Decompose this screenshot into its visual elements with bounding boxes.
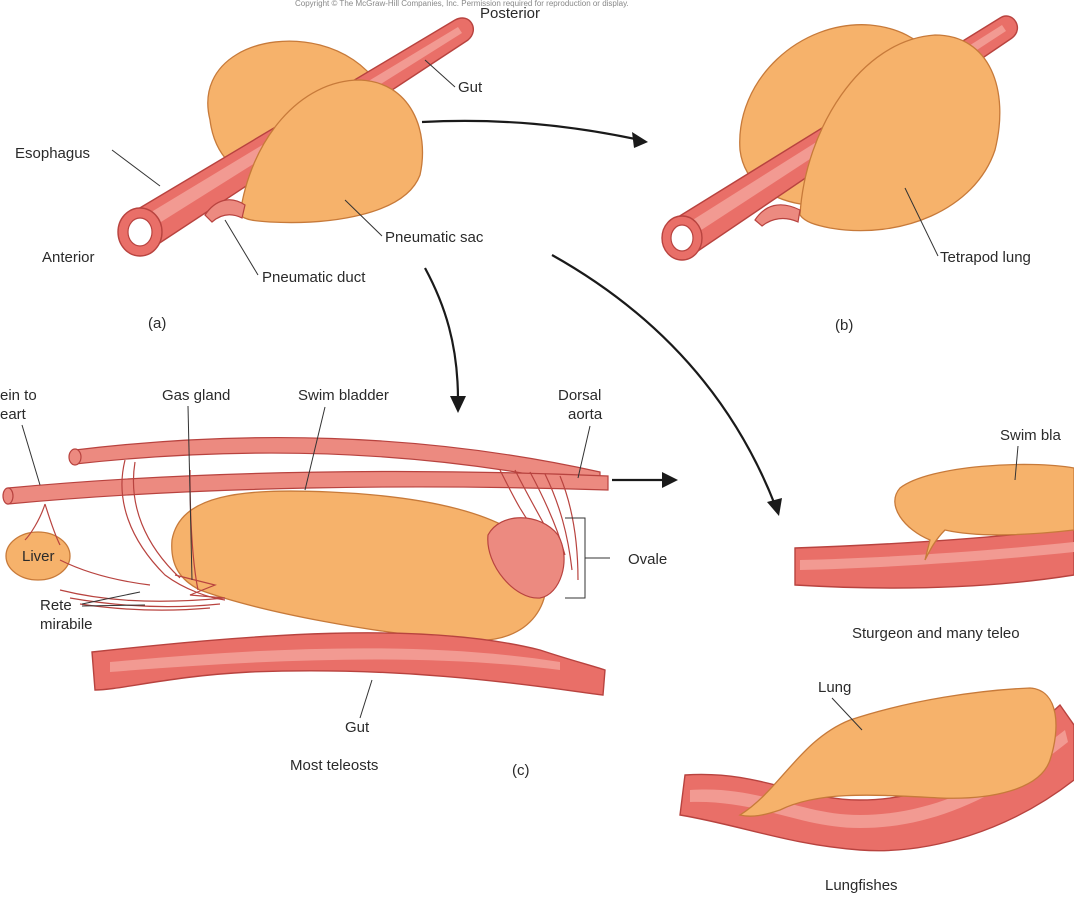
label-tetrapod-lung: Tetrapod lung <box>940 249 1031 266</box>
label-lung-lungfish: Lung <box>818 679 851 696</box>
title-most-teleosts: Most teleosts <box>290 757 378 774</box>
arrow-a-to-b <box>422 121 640 140</box>
arrow-a-to-sturgeon-head <box>767 498 782 516</box>
label-ovale: Ovale <box>628 551 667 568</box>
leader-gut-c <box>360 680 372 718</box>
label-swim-bladder-right: Swim bla <box>1000 427 1062 444</box>
caption-b: (b) <box>835 317 853 334</box>
label-liver: Liver <box>22 548 55 565</box>
leader-vein-to-heart <box>22 425 40 485</box>
arrow-a-to-c <box>425 268 458 400</box>
arrow-a-to-c-head <box>450 396 466 413</box>
panel-c: ein to eart Gas gland Swim bladder Dorsa… <box>0 387 667 779</box>
gut-b-lumen <box>671 225 693 251</box>
panel-sturgeon: Swim bla Sturgeon and many teleo <box>795 427 1074 642</box>
dorsal-aorta-end <box>69 449 81 465</box>
panel-a: Posterior Gut Esophagus Anterior Pneumat… <box>15 5 540 332</box>
label-gut-a: Gut <box>458 79 483 96</box>
label-swim-bladder-c: Swim bladder <box>298 387 389 404</box>
gut-lumen <box>128 218 152 246</box>
caption-a: (a) <box>148 315 166 332</box>
label-dorsal-aorta-line2: aorta <box>568 406 603 423</box>
swim-bladder <box>172 491 546 640</box>
caption-sturgeon: Sturgeon and many teleo <box>852 625 1020 642</box>
label-esophagus: Esophagus <box>15 145 90 162</box>
panel-lungfish: Lung Lungfishes <box>680 679 1074 894</box>
vein-end <box>3 488 13 504</box>
panel-b: Tetrapod lung (b) <box>662 16 1031 334</box>
caption-lungfishes: Lungfishes <box>825 877 898 894</box>
label-pneumatic-sac: Pneumatic sac <box>385 229 484 246</box>
leader-esophagus <box>112 150 160 186</box>
arrow-a-to-sturgeon <box>552 255 775 505</box>
label-anterior: Anterior <box>42 249 95 266</box>
caption-c: (c) <box>512 762 530 779</box>
label-pneumatic-duct: Pneumatic duct <box>262 269 366 286</box>
ovale-bracket <box>565 518 610 598</box>
label-gut-c: Gut <box>345 719 370 736</box>
arrow-a-to-b-head <box>632 132 648 148</box>
label-vein-to-heart-line1: ein to <box>0 387 37 404</box>
leader-gut-a <box>425 60 455 87</box>
copyright-notice: Copyright © The McGraw-Hill Companies, I… <box>295 0 629 8</box>
label-gas-gland: Gas gland <box>162 387 230 404</box>
label-rete-line2: mirabile <box>40 616 93 633</box>
label-posterior: Posterior <box>480 5 540 22</box>
label-vein-to-heart-line2: eart <box>0 406 27 423</box>
label-dorsal-aorta-line1: Dorsal <box>558 387 601 404</box>
label-rete-line1: Rete <box>40 597 72 614</box>
leader-pneumatic-duct <box>225 220 258 275</box>
arrow-c-right-head <box>662 472 678 488</box>
